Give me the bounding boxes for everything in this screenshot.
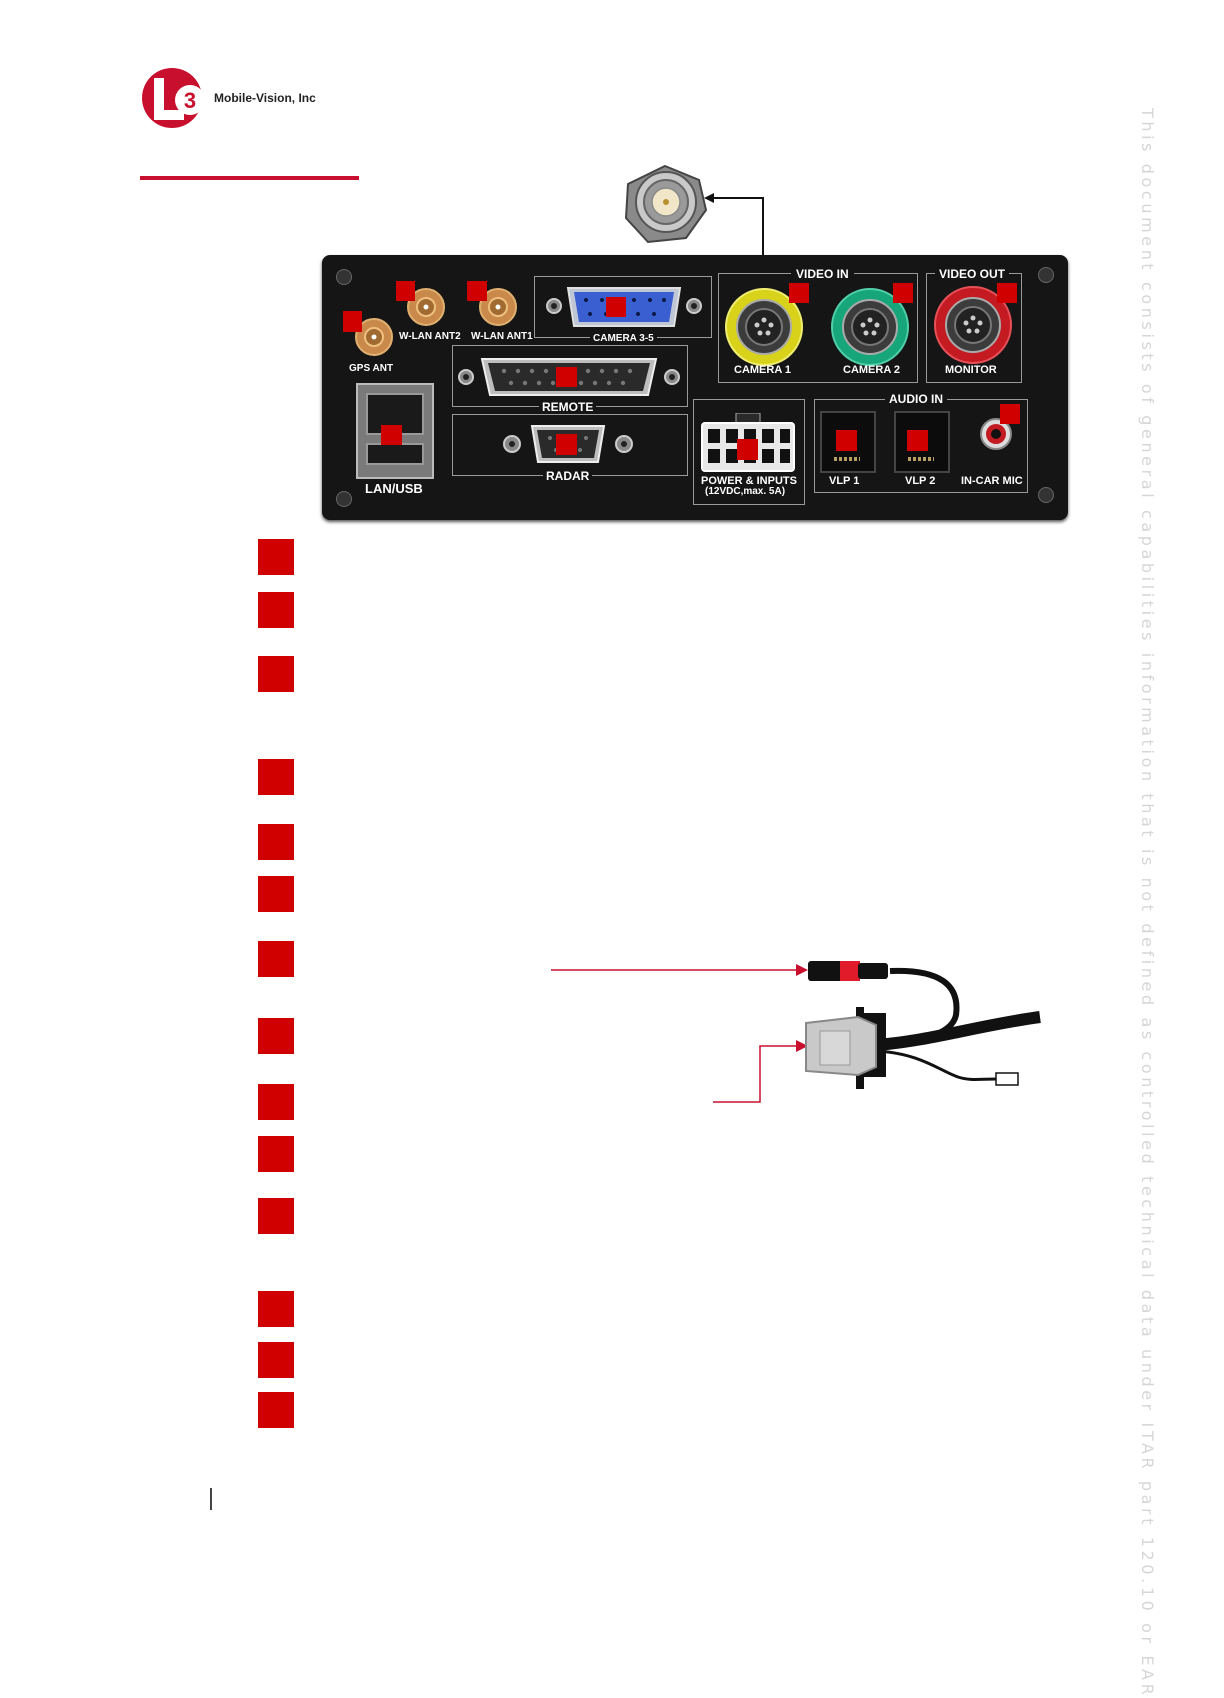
- legend-item-marker: [258, 941, 294, 977]
- footer-divider: [210, 1488, 212, 1510]
- legend-item-marker: [258, 592, 294, 628]
- legend-item-marker: [258, 1342, 294, 1378]
- marker: [907, 430, 928, 451]
- marker: [381, 425, 402, 445]
- cable-callouts: [548, 950, 818, 1110]
- lan-usb-label: LAN/USB: [365, 481, 423, 496]
- monitor-label: MONITOR: [945, 364, 997, 376]
- audio-in-label: AUDIO IN: [885, 392, 947, 406]
- gps-ant-label: GPS ANT: [349, 363, 393, 374]
- marker: [789, 283, 809, 303]
- marker: [467, 281, 487, 301]
- remote-label: REMOTE: [539, 400, 596, 414]
- marker: [556, 434, 577, 455]
- company-logo: 3: [140, 66, 210, 130]
- screw-icon: [1038, 267, 1054, 283]
- legend-item-marker: [258, 1291, 294, 1327]
- screw-icon: [336, 269, 352, 285]
- wlan-ant2-label: W-LAN ANT2: [399, 331, 461, 342]
- marker: [836, 430, 857, 451]
- marker: [606, 297, 626, 317]
- side-notice: This document consists of general capabi…: [1138, 108, 1157, 1698]
- legend-item-marker: [258, 876, 294, 912]
- rear-panel: GPS ANT W-LAN ANT2 W-LAN ANT1 CAMERA 3-5…: [322, 255, 1068, 520]
- marker: [343, 311, 362, 332]
- marker: [997, 283, 1017, 303]
- svg-text:3: 3: [184, 88, 196, 113]
- marker: [396, 281, 415, 301]
- camera-3-5-label: CAMERA 3-5: [590, 333, 657, 344]
- vlp1-label: VLP 1: [829, 475, 859, 487]
- section-rule: [140, 176, 359, 180]
- legend-item-marker: [258, 824, 294, 860]
- screw-icon: [1038, 487, 1054, 503]
- marker: [1000, 404, 1020, 424]
- screw-icon: [336, 491, 352, 507]
- marker: [737, 439, 758, 460]
- legend-item-marker: [258, 759, 294, 795]
- video-in-label: VIDEO IN: [791, 267, 854, 281]
- camera-2-label: CAMERA 2: [843, 364, 900, 376]
- vlp2-label: VLP 2: [905, 475, 935, 487]
- video-out-label: VIDEO OUT: [935, 267, 1009, 281]
- marker: [893, 283, 913, 303]
- legend-item-marker: [258, 1018, 294, 1054]
- radar-label: RADAR: [543, 469, 592, 483]
- company-name: Mobile-Vision, Inc: [214, 91, 316, 105]
- marker: [556, 367, 577, 387]
- wlan-ant1-label: W-LAN ANT1: [471, 331, 533, 342]
- legend-item-marker: [258, 1198, 294, 1234]
- in-car-mic-label: IN-CAR MIC: [961, 475, 1023, 487]
- power-spec-label: (12VDC,max. 5A): [705, 486, 785, 497]
- legend-item-marker: [258, 1084, 294, 1120]
- legend-item-marker: [258, 1392, 294, 1428]
- legend-item-marker: [258, 539, 294, 575]
- legend-item-marker: [258, 1136, 294, 1172]
- camera-1-label: CAMERA 1: [734, 364, 791, 376]
- remote-cable-image: [800, 945, 1044, 1095]
- bnc-connector-image: [620, 162, 710, 246]
- legend-item-marker: [258, 656, 294, 692]
